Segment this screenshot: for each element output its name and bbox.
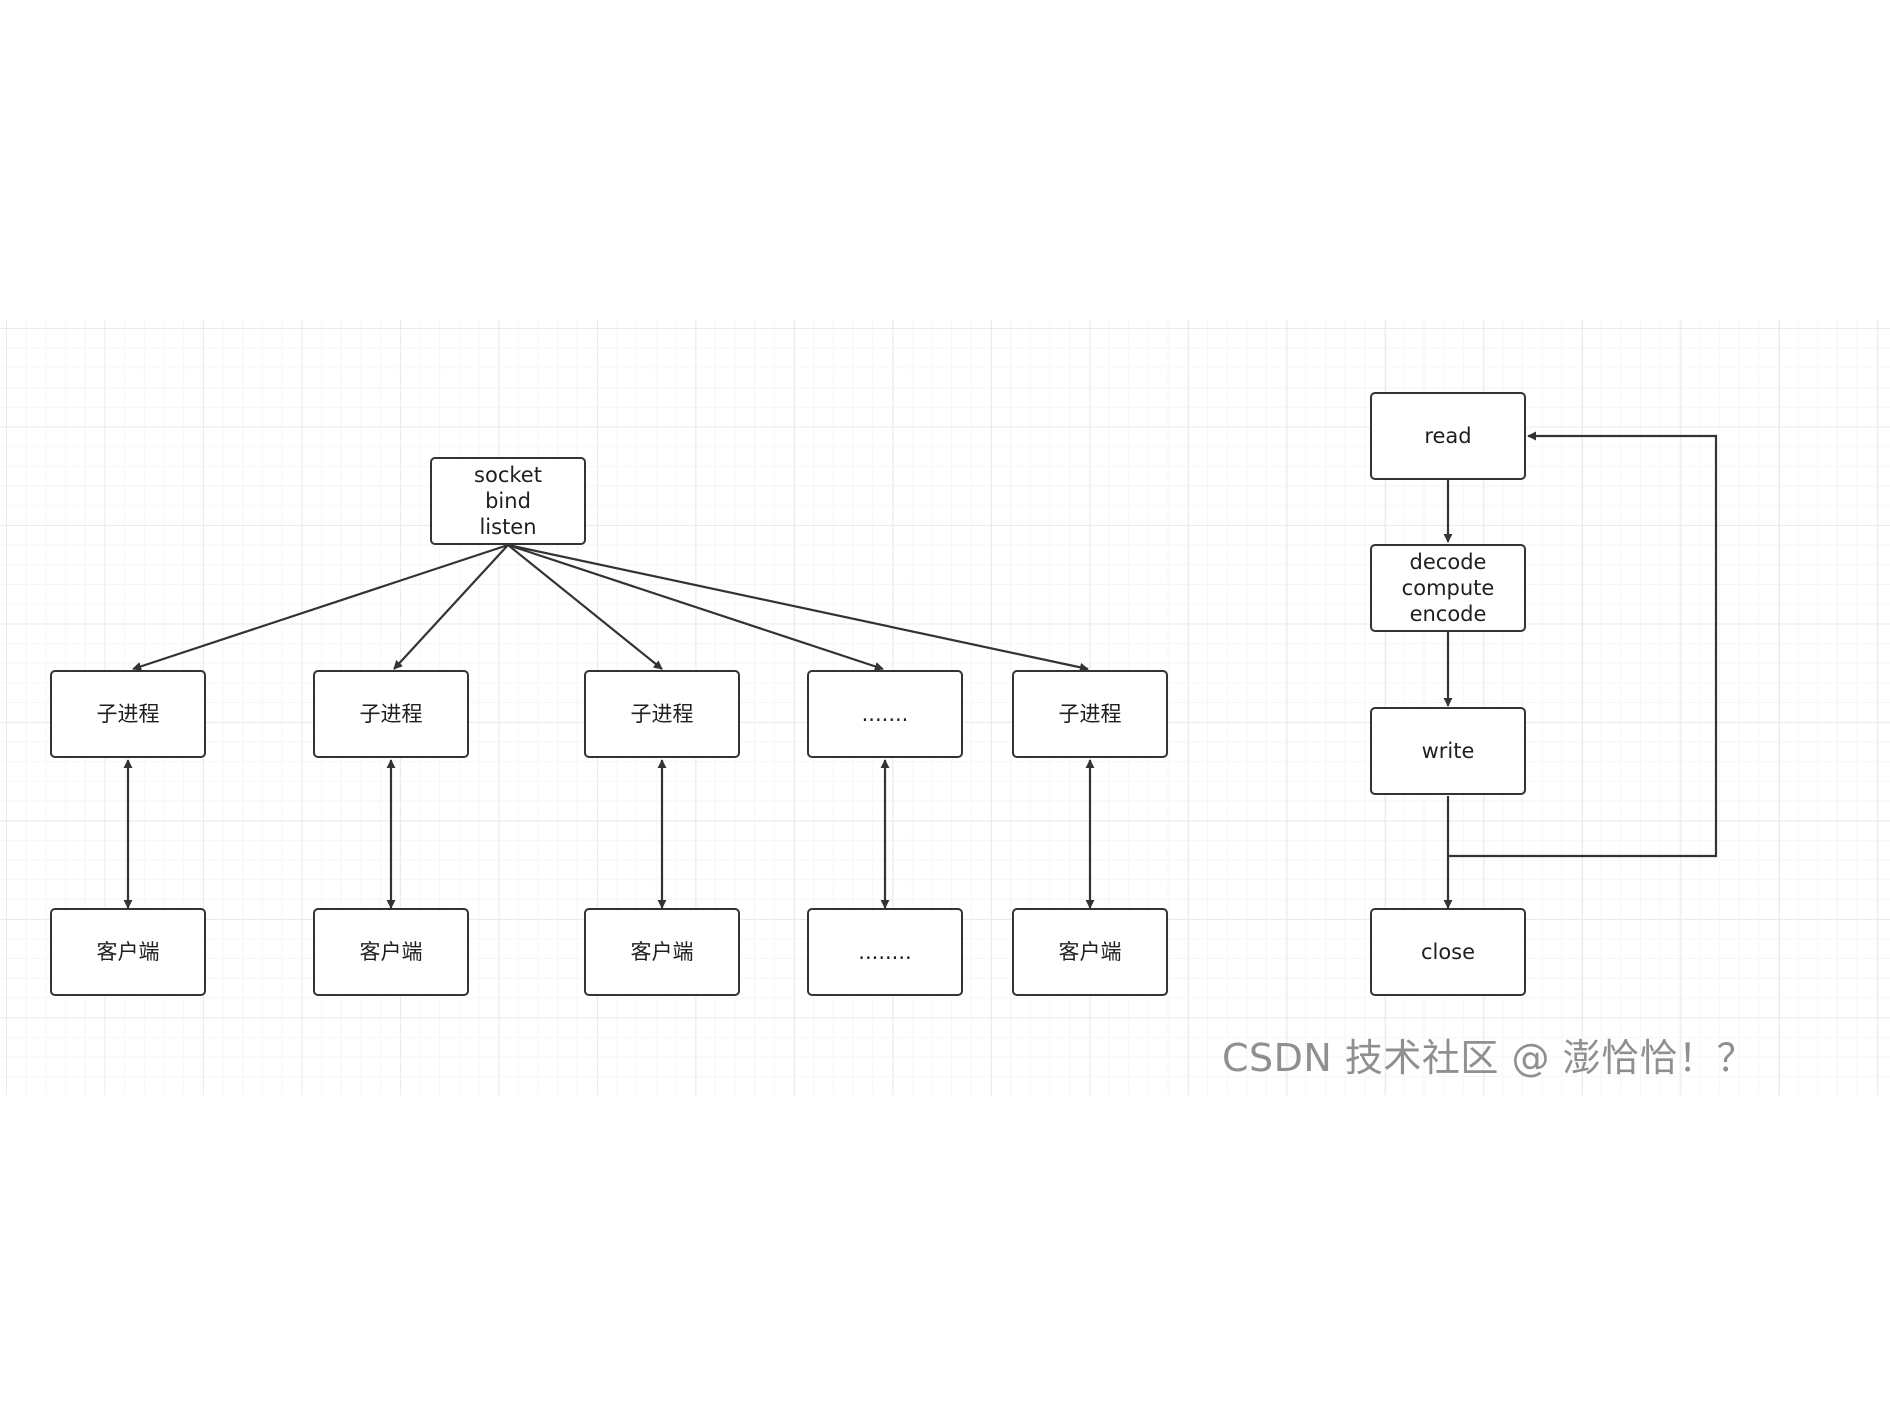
close-label: close [1420, 940, 1476, 964]
close-node: close [1370, 908, 1526, 996]
decode-label: decode [1409, 550, 1487, 574]
worker-label: 子进程 [1058, 702, 1122, 726]
client-label: ........ [858, 940, 912, 964]
compute-label: compute [1401, 576, 1495, 600]
encode-label: encode [1409, 602, 1487, 626]
client-node-3: 客户端 [584, 908, 740, 996]
write-node: write [1370, 707, 1526, 795]
worker-label: 子进程 [630, 702, 694, 726]
master-bind-label: bind [485, 489, 531, 513]
worker-node-1: 子进程 [50, 670, 206, 758]
master-node: socket bind listen [430, 457, 586, 545]
client-label: 客户端 [96, 940, 160, 964]
worker-label: 子进程 [359, 702, 423, 726]
read-node: read [1370, 392, 1526, 480]
worker-label: 子进程 [96, 702, 160, 726]
client-label: 客户端 [359, 940, 423, 964]
client-node-ellipsis: ........ [807, 908, 963, 996]
master-listen-label: listen [479, 515, 537, 539]
worker-node-5: 子进程 [1012, 670, 1168, 758]
write-label: write [1421, 739, 1475, 763]
client-node-1: 客户端 [50, 908, 206, 996]
master-socket-label: socket [474, 463, 542, 487]
client-node-2: 客户端 [313, 908, 469, 996]
client-label: 客户端 [1058, 940, 1122, 964]
client-node-5: 客户端 [1012, 908, 1168, 996]
read-label: read [1424, 424, 1472, 448]
process-node: decode compute encode [1370, 544, 1526, 632]
worker-label: ....... [861, 702, 909, 726]
worker-node-ellipsis: ....... [807, 670, 963, 758]
client-label: 客户端 [630, 940, 694, 964]
worker-node-2: 子进程 [313, 670, 469, 758]
watermark-text: CSDN 技术社区 @ 澎恰恰！？ [1222, 1036, 1756, 1080]
worker-node-3: 子进程 [584, 670, 740, 758]
